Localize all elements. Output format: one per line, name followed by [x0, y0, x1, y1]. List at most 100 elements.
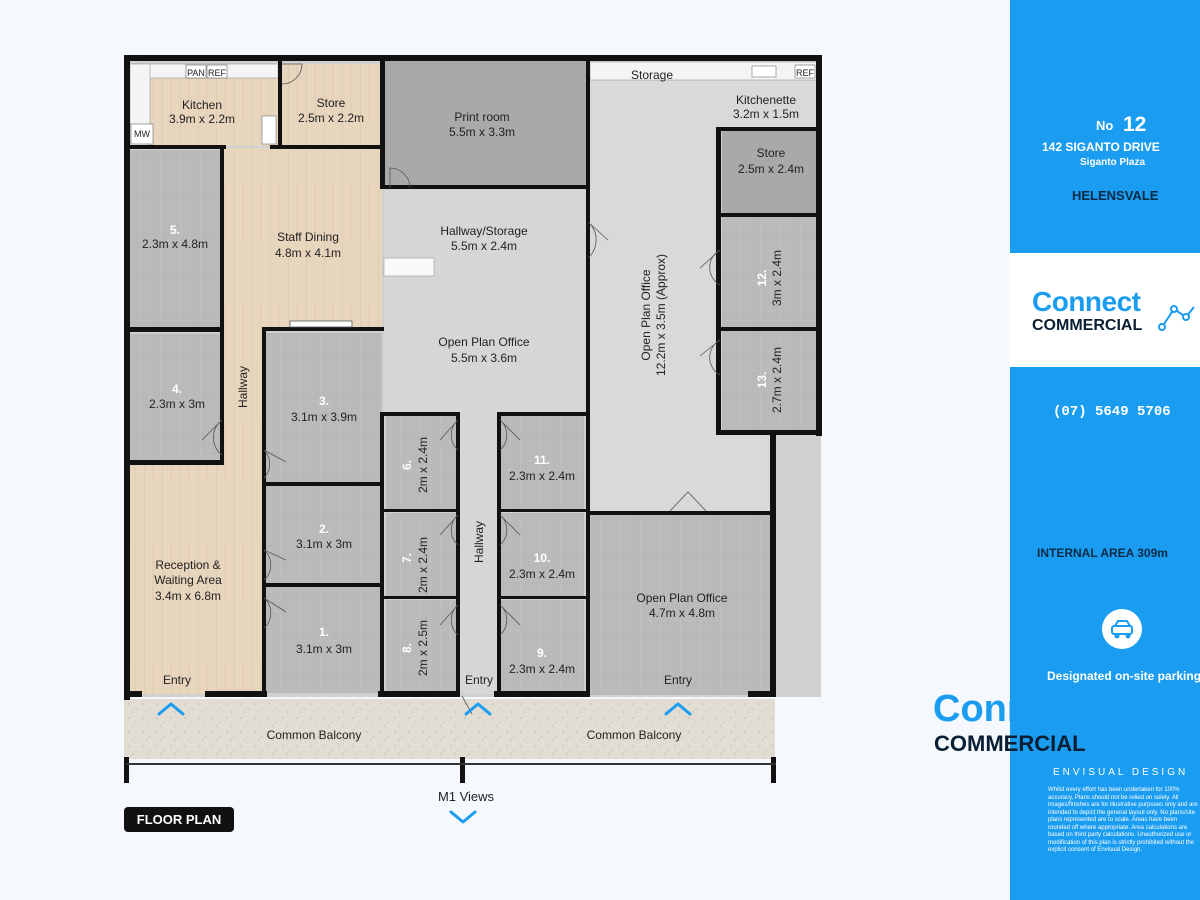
room-8-size: 2m x 2.5m	[416, 620, 430, 676]
kitchen-name: Kitchen	[182, 98, 222, 112]
room-11-num: 11.	[534, 453, 550, 467]
bin-icon	[261, 115, 277, 145]
mw-label: MW	[134, 129, 150, 139]
entry-label-1: Entry	[163, 673, 191, 687]
phone-number: (07) 5649 5706	[1053, 404, 1171, 420]
open-plan-centre-size: 5.5m x 3.6m	[451, 351, 517, 365]
plaza-name: Siganto Plaza	[1080, 157, 1146, 168]
room-3-num: 3.	[319, 394, 329, 408]
staff-dining-size: 4.8m x 4.1m	[275, 246, 341, 260]
parking-label: Designated on-site parking	[1047, 669, 1200, 683]
room-10-size: 2.3m x 2.4m	[509, 567, 575, 581]
balcony-label-1: Common Balcony	[267, 728, 362, 742]
room-6-floor	[386, 416, 458, 510]
views-label: M1 Views	[438, 789, 495, 804]
room-2-size: 3.1m x 3m	[296, 537, 352, 551]
kitchen-size: 3.9m x 2.2m	[169, 112, 235, 126]
hallway-centre-name: Hallway	[472, 521, 486, 563]
room-1-floor	[266, 587, 382, 693]
common-balcony	[124, 699, 775, 759]
room-12-num: 12.	[755, 270, 769, 287]
store-1-size: 2.5m x 2.2m	[298, 111, 364, 125]
unit-prefix: No	[1096, 118, 1114, 133]
sink-icon	[751, 65, 777, 78]
reception-name-2: Waiting Area	[154, 573, 222, 587]
room-7-num: 7.	[400, 553, 414, 563]
reception-size: 3.4m x 6.8m	[155, 589, 221, 603]
room-11-floor	[500, 416, 584, 510]
room-5-num: 5.	[170, 223, 180, 237]
internal-area: INTERNAL AREA 309m	[1037, 546, 1168, 560]
views-chevron-down-icon	[449, 810, 477, 824]
pantry-box	[185, 64, 207, 79]
room-9-size: 2.3m x 2.4m	[509, 662, 575, 676]
room-10-num: 10.	[534, 551, 551, 565]
contact-panel: (07) 5649 5706 INTERNAL AREA 309m Design…	[1010, 367, 1200, 900]
room-2-num: 2.	[319, 522, 329, 536]
footer-logo-commercial: COMMERCIAL	[934, 731, 1086, 756]
room-6-num: 6.	[400, 460, 414, 470]
room-4-size: 2.3m x 3m	[149, 397, 205, 411]
open-plan-centre-name: Open Plan Office	[438, 335, 529, 349]
print-room-size: 5.5m x 3.3m	[449, 125, 515, 139]
logo-commercial: COMMERCIAL	[1032, 317, 1143, 334]
room-8-floor	[386, 600, 458, 694]
reception-name: Reception &	[155, 558, 220, 572]
logo-connect: Connect	[1032, 286, 1141, 317]
hallway-left-name: Hallway	[236, 366, 250, 408]
room-9-floor	[500, 600, 584, 694]
print-room-name: Print room	[454, 110, 509, 124]
room-4-floor	[130, 334, 222, 460]
room-7-floor	[386, 513, 458, 597]
kitchenette-name: Kitchenette	[736, 93, 796, 107]
disclaimer-text: Whilst every effort has been undertaken …	[1048, 787, 1198, 853]
room-5-floor	[130, 150, 222, 330]
staff-dining-name: Staff Dining	[277, 230, 339, 244]
ref-label: REF	[208, 68, 227, 78]
room-6-size: 2m x 2.4m	[416, 437, 430, 493]
room-13-floor	[722, 330, 818, 430]
room-3-floor	[266, 333, 382, 483]
entry-chevron-icon	[664, 702, 692, 716]
reception-floor	[130, 462, 264, 694]
room-13-num: 13.	[755, 372, 769, 389]
kitchenette-fridge-box	[794, 64, 816, 79]
room-1-size: 3.1m x 3m	[296, 642, 352, 656]
unit-number: 12	[1123, 113, 1147, 136]
open-plan-right-size: 4.7m x 4.8m	[649, 606, 715, 620]
room-13-size: 2.7m x 2.4m	[770, 347, 784, 413]
room-2-floor	[266, 486, 382, 584]
room-3-size: 3.1m x 3.9m	[291, 410, 357, 424]
room-9-num: 9.	[537, 646, 547, 660]
footer-logo-connect: Connect	[933, 688, 1085, 730]
store-2-size: 2.5m x 2.4m	[738, 162, 804, 176]
hallway-storage-name: Hallway/Storage	[440, 224, 528, 238]
hallway-storage-size: 5.5m x 2.4m	[451, 239, 517, 253]
room-12-floor	[722, 217, 818, 327]
store-2-name: Store	[757, 146, 786, 160]
floor-fills	[126, 57, 821, 697]
room-4-num: 4.	[172, 382, 182, 396]
kitchenette-ref-label: REF	[796, 68, 815, 78]
room-1-num: 1.	[319, 625, 329, 639]
hallway-left-floor	[224, 328, 264, 464]
entry-chevron-icon	[157, 702, 185, 716]
suburb: HELENSVALE	[1072, 188, 1159, 203]
room-7-size: 2m x 2.4m	[416, 537, 430, 593]
floor-plan-badge: FLOOR PLAN	[124, 807, 234, 832]
parking-car-icon	[1102, 609, 1142, 649]
pan-label: PAN	[187, 68, 205, 78]
address-panel: No 12 142 SIGANTO DRIVE Siganto Plaza HE…	[1010, 0, 1200, 253]
storage-name: Storage	[631, 68, 673, 82]
corridor-floor	[384, 190, 588, 416]
door-swings	[201, 63, 721, 715]
open-plan-large-name: Open Plan Office	[639, 269, 653, 360]
staff-dining-floor	[224, 148, 382, 328]
microwave-box	[130, 123, 154, 145]
open-plan-large-floor	[590, 128, 720, 513]
walls	[124, 55, 822, 783]
hallway-centre-floor	[458, 416, 500, 694]
designer-credit: ENVISUAL DESIGN	[1053, 767, 1189, 778]
fridge-box	[206, 64, 228, 79]
store-1-name: Store	[317, 96, 346, 110]
